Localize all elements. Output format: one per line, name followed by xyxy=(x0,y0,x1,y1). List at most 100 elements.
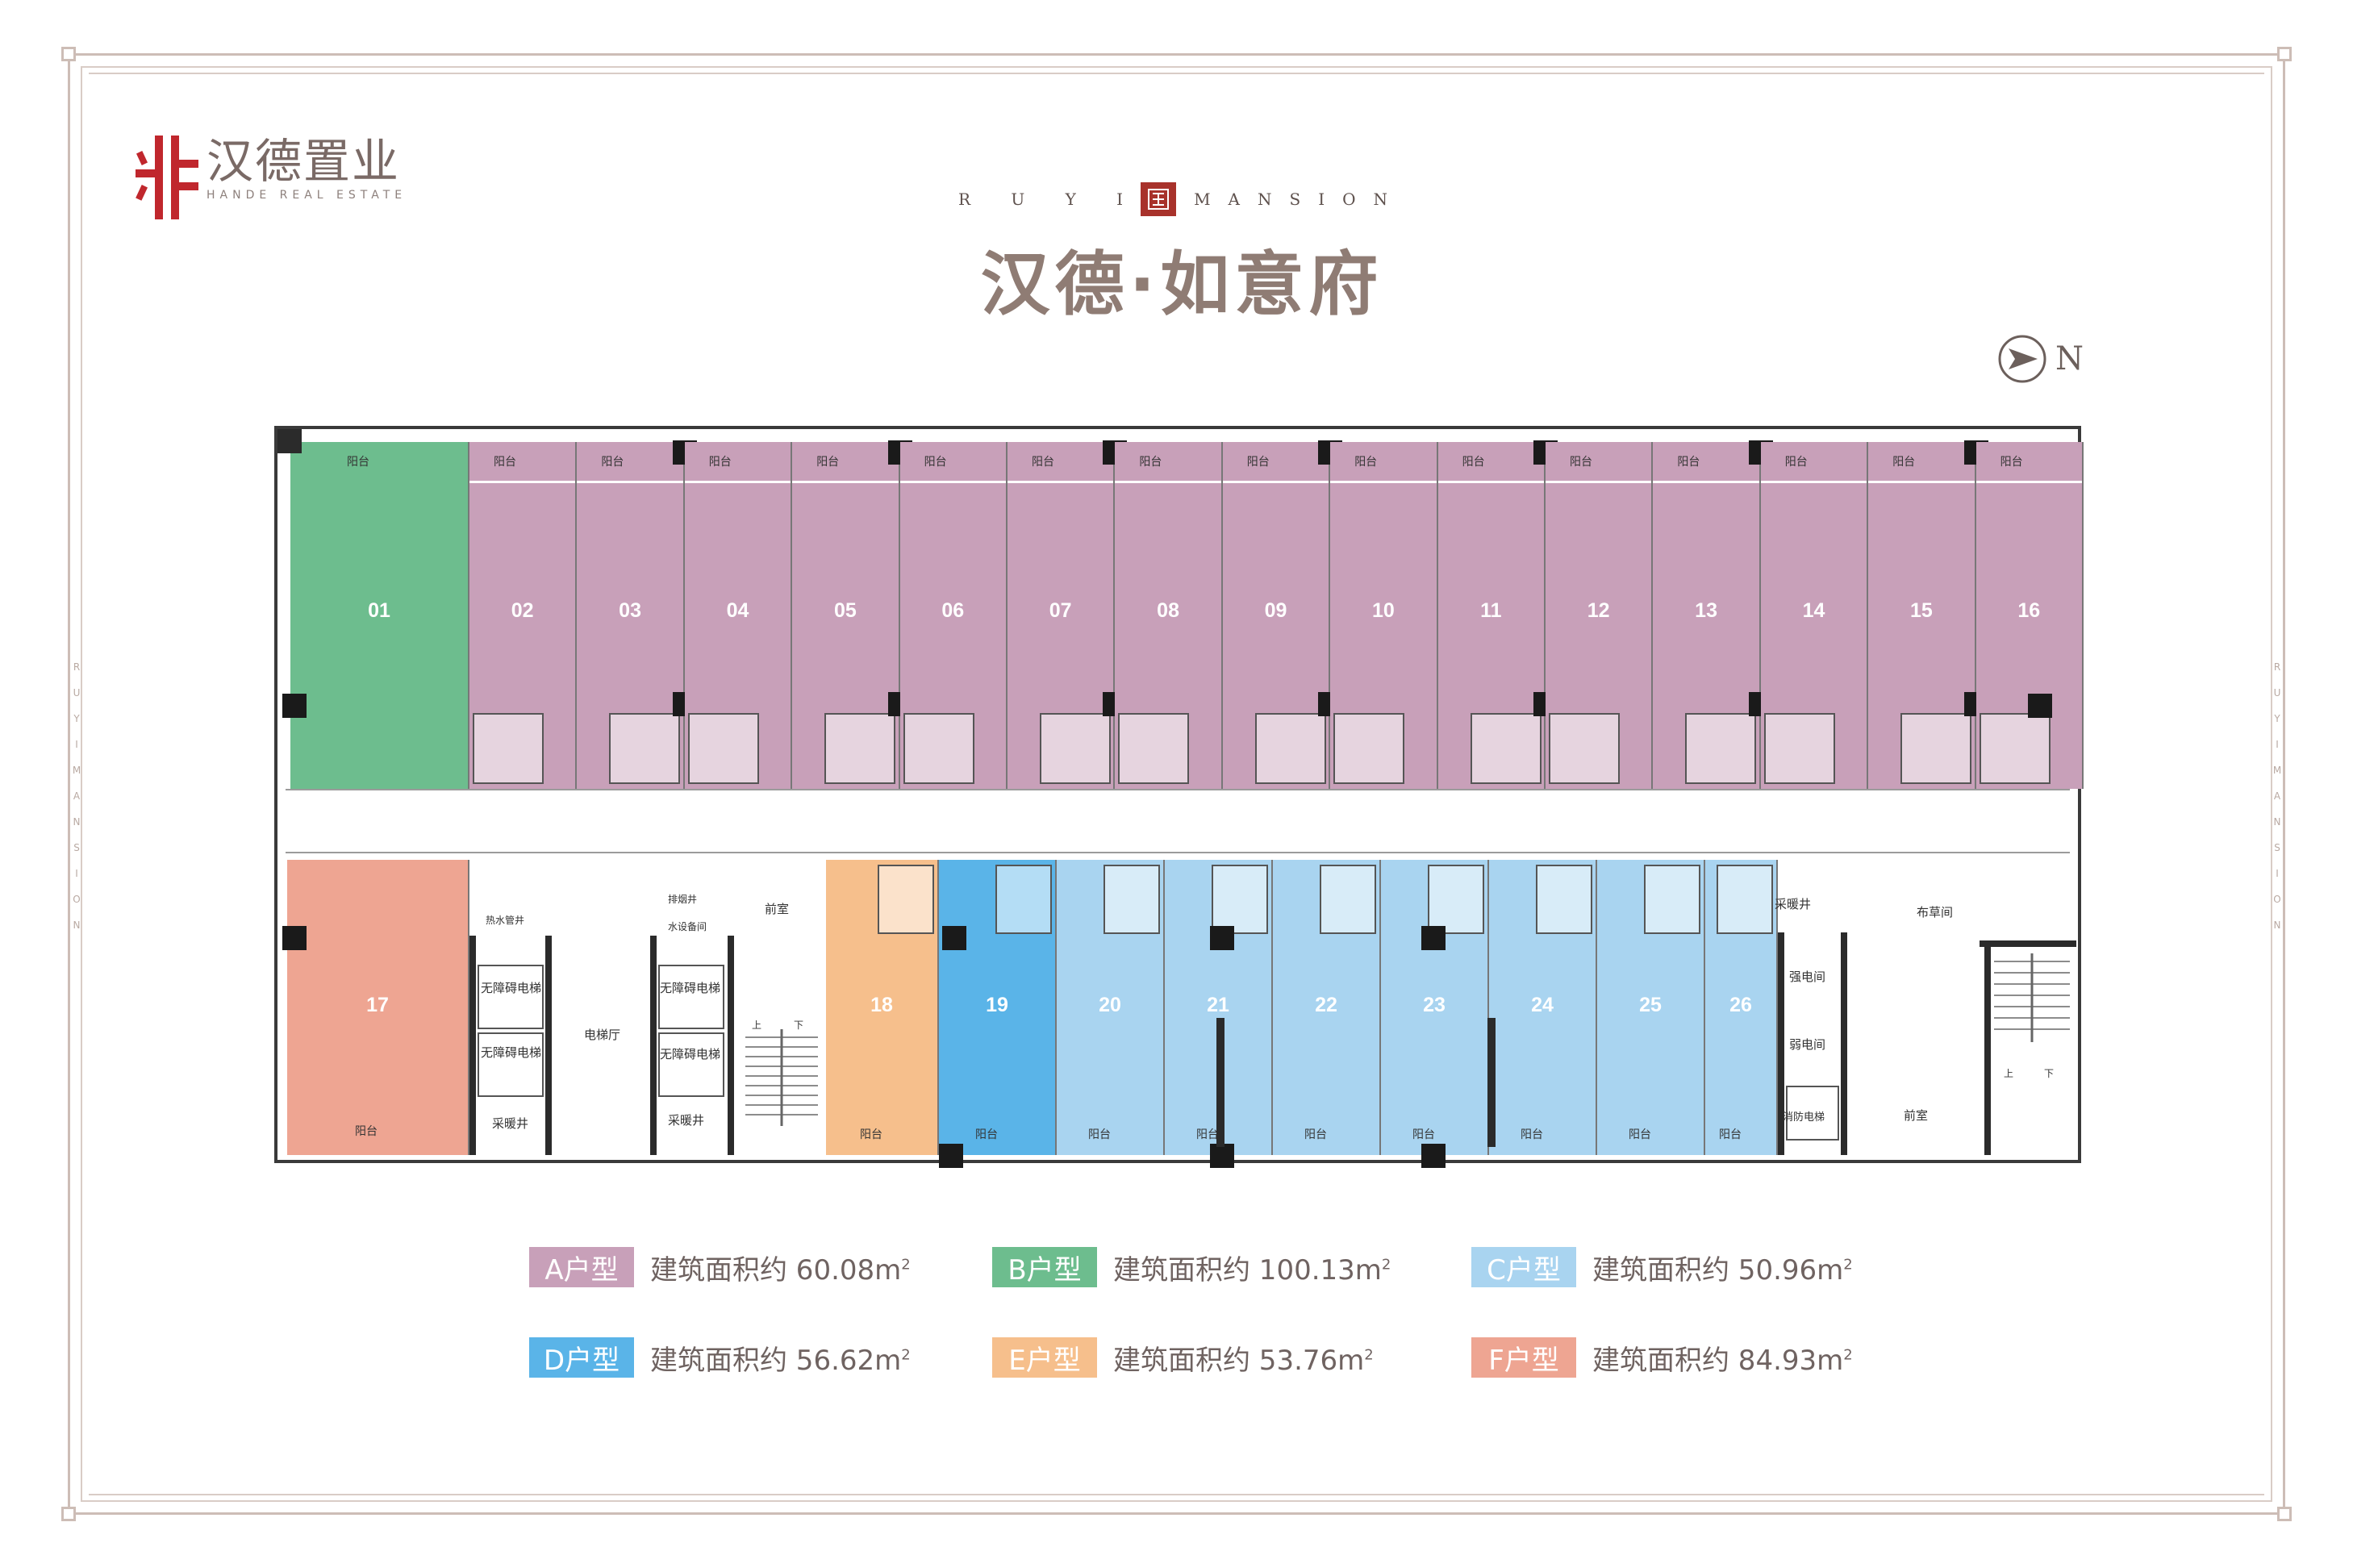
legend-item: E户型建筑面积约 53.76m2 xyxy=(992,1337,1374,1378)
unit-label: 18 xyxy=(870,994,893,1016)
unit-label: 20 xyxy=(1099,994,1121,1016)
bathroom xyxy=(1320,865,1376,934)
unit-17[interactable]: 17 阳台 xyxy=(287,860,469,1155)
balcony-divider xyxy=(792,481,899,483)
fire-elevator-label: 消防电梯 xyxy=(1783,1111,1825,1124)
elevator-shaft xyxy=(658,1032,724,1097)
elevator-hall-label: 电梯厅 xyxy=(584,1028,621,1042)
frame-corner-br xyxy=(2277,1507,2292,1521)
wall xyxy=(1487,1018,1496,1147)
bathroom xyxy=(1212,865,1268,934)
accessible-elevator-label: 无障碍电梯 xyxy=(481,1045,542,1060)
unit-label: 11 xyxy=(1480,599,1502,622)
balcony-label: 阳台 xyxy=(1088,1128,1111,1141)
legend-area-text: 建筑面积约 53.76m2 xyxy=(1113,1338,1374,1378)
unit-label: 16 xyxy=(2017,599,2041,622)
legend-area-unit-sup: 2 xyxy=(1381,1256,1391,1274)
legend-item: C户型建筑面积约 50.96m2 xyxy=(1471,1247,1853,1287)
unit-label: 13 xyxy=(1695,599,1717,622)
bathroom xyxy=(1428,865,1484,934)
bathroom xyxy=(1763,713,1835,784)
unit-20[interactable]: 20 阳台 xyxy=(1057,860,1165,1155)
wall xyxy=(1216,1018,1224,1147)
heating-shaft-label: 采暖井 xyxy=(1775,897,1812,911)
water-pipe-label: 热水管井 xyxy=(486,915,525,926)
frame-corner-bl xyxy=(61,1507,76,1521)
legend-item: D户型建筑面积约 56.62m2 xyxy=(529,1337,911,1378)
front-room-label: 前室 xyxy=(765,902,790,916)
balcony-divider xyxy=(1222,481,1329,483)
balcony-label: 阳台 xyxy=(1139,456,1162,469)
bathroom xyxy=(1536,865,1592,934)
balcony-divider xyxy=(684,481,791,483)
wall xyxy=(469,936,476,1155)
bathroom xyxy=(1644,865,1700,934)
legend-type-badge: A户型 xyxy=(529,1247,634,1287)
frame-corner-tl xyxy=(61,47,76,61)
pillar xyxy=(1210,1144,1234,1168)
legend-area-value: 建筑面积约 50.96m xyxy=(1592,1253,1844,1287)
unit-11[interactable]: 11 阳台 xyxy=(1437,442,1546,789)
balcony-divider xyxy=(577,481,683,483)
bathroom xyxy=(1685,713,1757,784)
pillar xyxy=(282,694,307,718)
legend-area-value: 建筑面积约 100.13m xyxy=(1113,1253,1382,1287)
unit-label: 01 xyxy=(368,599,390,622)
pillar xyxy=(282,926,307,950)
unit-label: 22 xyxy=(1315,994,1337,1016)
legend-area-text: 建筑面积约 60.08m2 xyxy=(650,1248,911,1287)
balcony-divider xyxy=(1653,481,1759,483)
balcony-label: 阳台 xyxy=(1521,1128,1543,1141)
balcony-label: 阳台 xyxy=(1246,456,1270,469)
legend-area-text: 建筑面积约 56.62m2 xyxy=(650,1338,911,1378)
balcony-label: 阳台 xyxy=(1462,456,1485,469)
balcony-label: 阳台 xyxy=(355,1125,378,1138)
frame-corner-tr xyxy=(2277,47,2292,61)
legend-type-badge: F户型 xyxy=(1471,1337,1576,1378)
balcony-label: 阳台 xyxy=(1677,456,1700,469)
weak-elec-label: 弱电间 xyxy=(1789,1037,1826,1052)
balcony-divider xyxy=(1760,481,1867,483)
unit-01[interactable]: 01 xyxy=(290,442,469,789)
ruyi-right-text: MANSION xyxy=(1194,190,1405,209)
balcony-label: 阳台 xyxy=(1354,456,1378,469)
corridor-line-bottom xyxy=(286,852,2070,853)
unit-label: 21 xyxy=(1207,994,1229,1016)
legend-type-badge: B户型 xyxy=(992,1247,1097,1287)
balcony-divider xyxy=(1330,481,1437,483)
bathroom xyxy=(1549,713,1620,784)
brand-logo: 汉德置业 HANDE REAL ESTATE xyxy=(136,136,407,219)
legend-item: A户型建筑面积约 60.08m2 xyxy=(529,1247,911,1287)
unit-label: 12 xyxy=(1587,599,1610,622)
bathroom xyxy=(903,713,974,784)
balcony-label: 阳台 xyxy=(708,456,732,469)
legend-area-unit-sup: 2 xyxy=(901,1256,911,1274)
bathroom xyxy=(878,865,934,934)
unit-label: 05 xyxy=(833,599,857,622)
unit-label: 17 xyxy=(366,994,389,1016)
legend-area-text: 建筑面积约 50.96m2 xyxy=(1592,1248,1853,1287)
bathroom xyxy=(1333,713,1405,784)
unit-13[interactable]: 13 阳台 xyxy=(1653,442,1761,789)
